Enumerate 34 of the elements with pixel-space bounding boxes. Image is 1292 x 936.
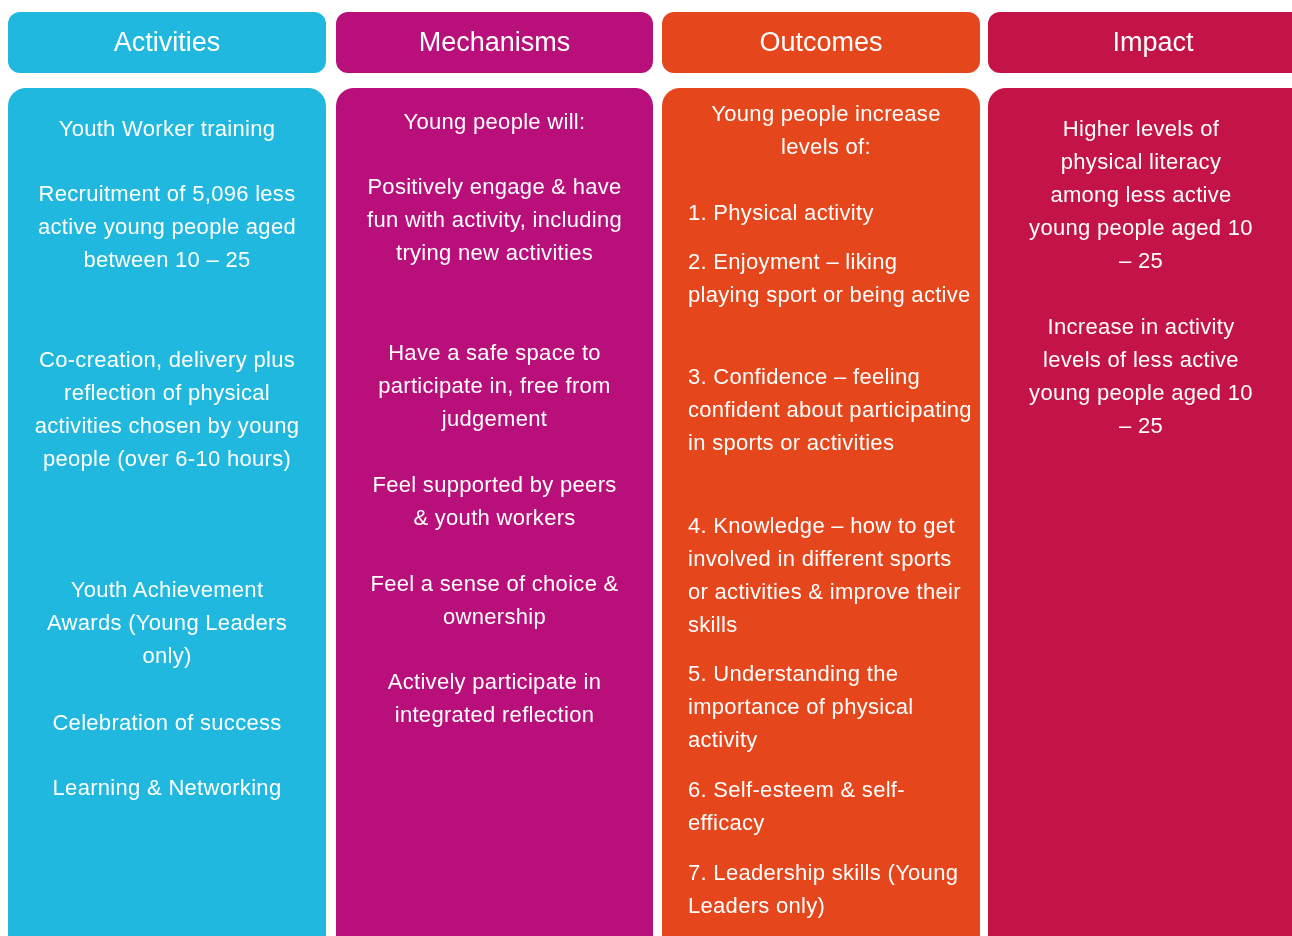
list-item: Feel supported by peers & youth workers xyxy=(371,471,618,532)
column-header xyxy=(336,12,653,73)
list-item: Youth Worker training xyxy=(57,115,277,143)
list-item: Co-creation, delivery plus reflection of physical activities chosen by young people (over 6-10 hours) xyxy=(34,346,300,473)
list-item: Recruitment of 5,096 less active young people aged between 10 – 25 xyxy=(37,180,297,274)
list-item: Learning & Networking xyxy=(51,774,283,802)
column-panel xyxy=(988,88,1292,936)
list-item: Youth Achievement Awards (Young Leaders only) xyxy=(46,576,288,670)
column-header xyxy=(8,12,326,73)
list-item: Feel a sense of choice & ownership xyxy=(369,570,620,631)
column-panel xyxy=(8,88,326,936)
list-item: Celebration of success xyxy=(51,709,283,737)
list-item: 6. Self-esteem & self-efficacy xyxy=(688,776,906,837)
list-item: Positively engage & have fun with activity, including trying new activities xyxy=(366,173,623,267)
header-title: Mechanisms xyxy=(418,27,571,58)
list-item: Higher levels of physical literacy among less active young people aged 10 – 25 xyxy=(1028,115,1254,275)
list-item: 5. Understanding the importance of physical activity xyxy=(688,660,915,754)
column-intro: Young people increase levels of: xyxy=(710,100,942,161)
header-title: Activities xyxy=(113,27,221,58)
list-item: 3. Confidence – feeling confident about participating in sports or activities xyxy=(688,363,972,457)
list-item: 7. Leadership skills (Young Leaders only) xyxy=(688,859,960,920)
column-header xyxy=(662,12,980,73)
list-item: Actively participate in integrated reflection xyxy=(386,668,603,729)
column-header xyxy=(988,12,1292,73)
column-panel xyxy=(336,88,653,936)
list-item: Have a safe space to participate in, free from judgement xyxy=(377,339,612,433)
column-panel xyxy=(662,88,980,936)
list-item: 4. Knowledge – how to get involved in different sports or activities & improve their skills xyxy=(688,512,962,639)
list-item: 1. Physical activity xyxy=(688,199,875,227)
list-item: 2. Enjoyment – liking playing sport or being active xyxy=(688,248,972,309)
header-title: Impact xyxy=(1112,27,1194,58)
list-item: Increase in activity levels of less active young people aged 10 – 25 xyxy=(1028,313,1254,440)
column-intro: Young people will: xyxy=(402,108,587,136)
header-title: Outcomes xyxy=(759,27,883,58)
